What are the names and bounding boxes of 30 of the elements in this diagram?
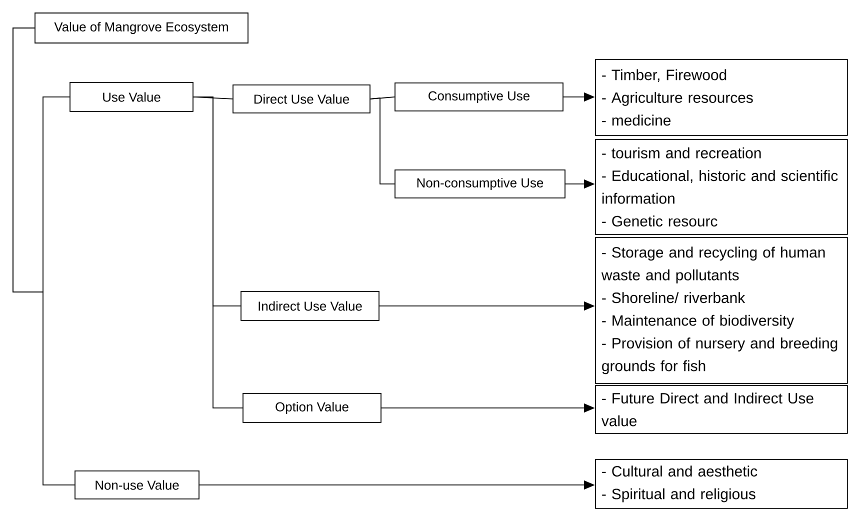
- list-item: - Agriculture resources: [602, 92, 753, 106]
- list-item: - Maintenance of biodiversity: [602, 314, 794, 329]
- list-box: [595, 58, 848, 136]
- label-box: Use Value: [70, 82, 194, 112]
- label-box: Non-use Value: [74, 470, 200, 500]
- list-box: [595, 139, 848, 235]
- connector: [12, 28, 75, 486]
- list-box: [595, 237, 848, 384]
- connector: [193, 96, 243, 408]
- list-item: - Future Direct and Indirect Use value: [602, 392, 814, 426]
- list-item: - Educational, historic and scientific information: [602, 170, 838, 204]
- connector: [370, 96, 395, 100]
- label-box: Consumptive Use: [394, 82, 564, 112]
- label-box: Non-consumptive Use: [394, 170, 566, 198]
- label-box: Option Value: [242, 393, 382, 423]
- list-box: [595, 384, 848, 434]
- list-box: [595, 458, 848, 509]
- list-item: - Genetic resourc: [602, 216, 718, 226]
- list-item: - Storage and recycling of human waste and pollutants: [601, 246, 825, 284]
- list-item: - Shoreline/ riverbank: [602, 292, 746, 304]
- list-item: - Provision of nursery and breeding grounds for fish: [602, 338, 838, 374]
- list-item: - tourism and recreation: [602, 147, 761, 158]
- list-item: - Cultural and aesthetic: [602, 466, 758, 477]
- connector: [370, 97, 395, 184]
- label-box: Indirect Use Value: [240, 291, 380, 321]
- list-item: - medicine: [602, 114, 671, 126]
- list-item: - Timber, Firewood: [602, 69, 726, 82]
- label-box: Direct Use Value: [232, 84, 370, 114]
- label-box: Value of Mangrove Ecosystem: [34, 12, 248, 44]
- list-item: - Spiritual and religious: [602, 488, 756, 502]
